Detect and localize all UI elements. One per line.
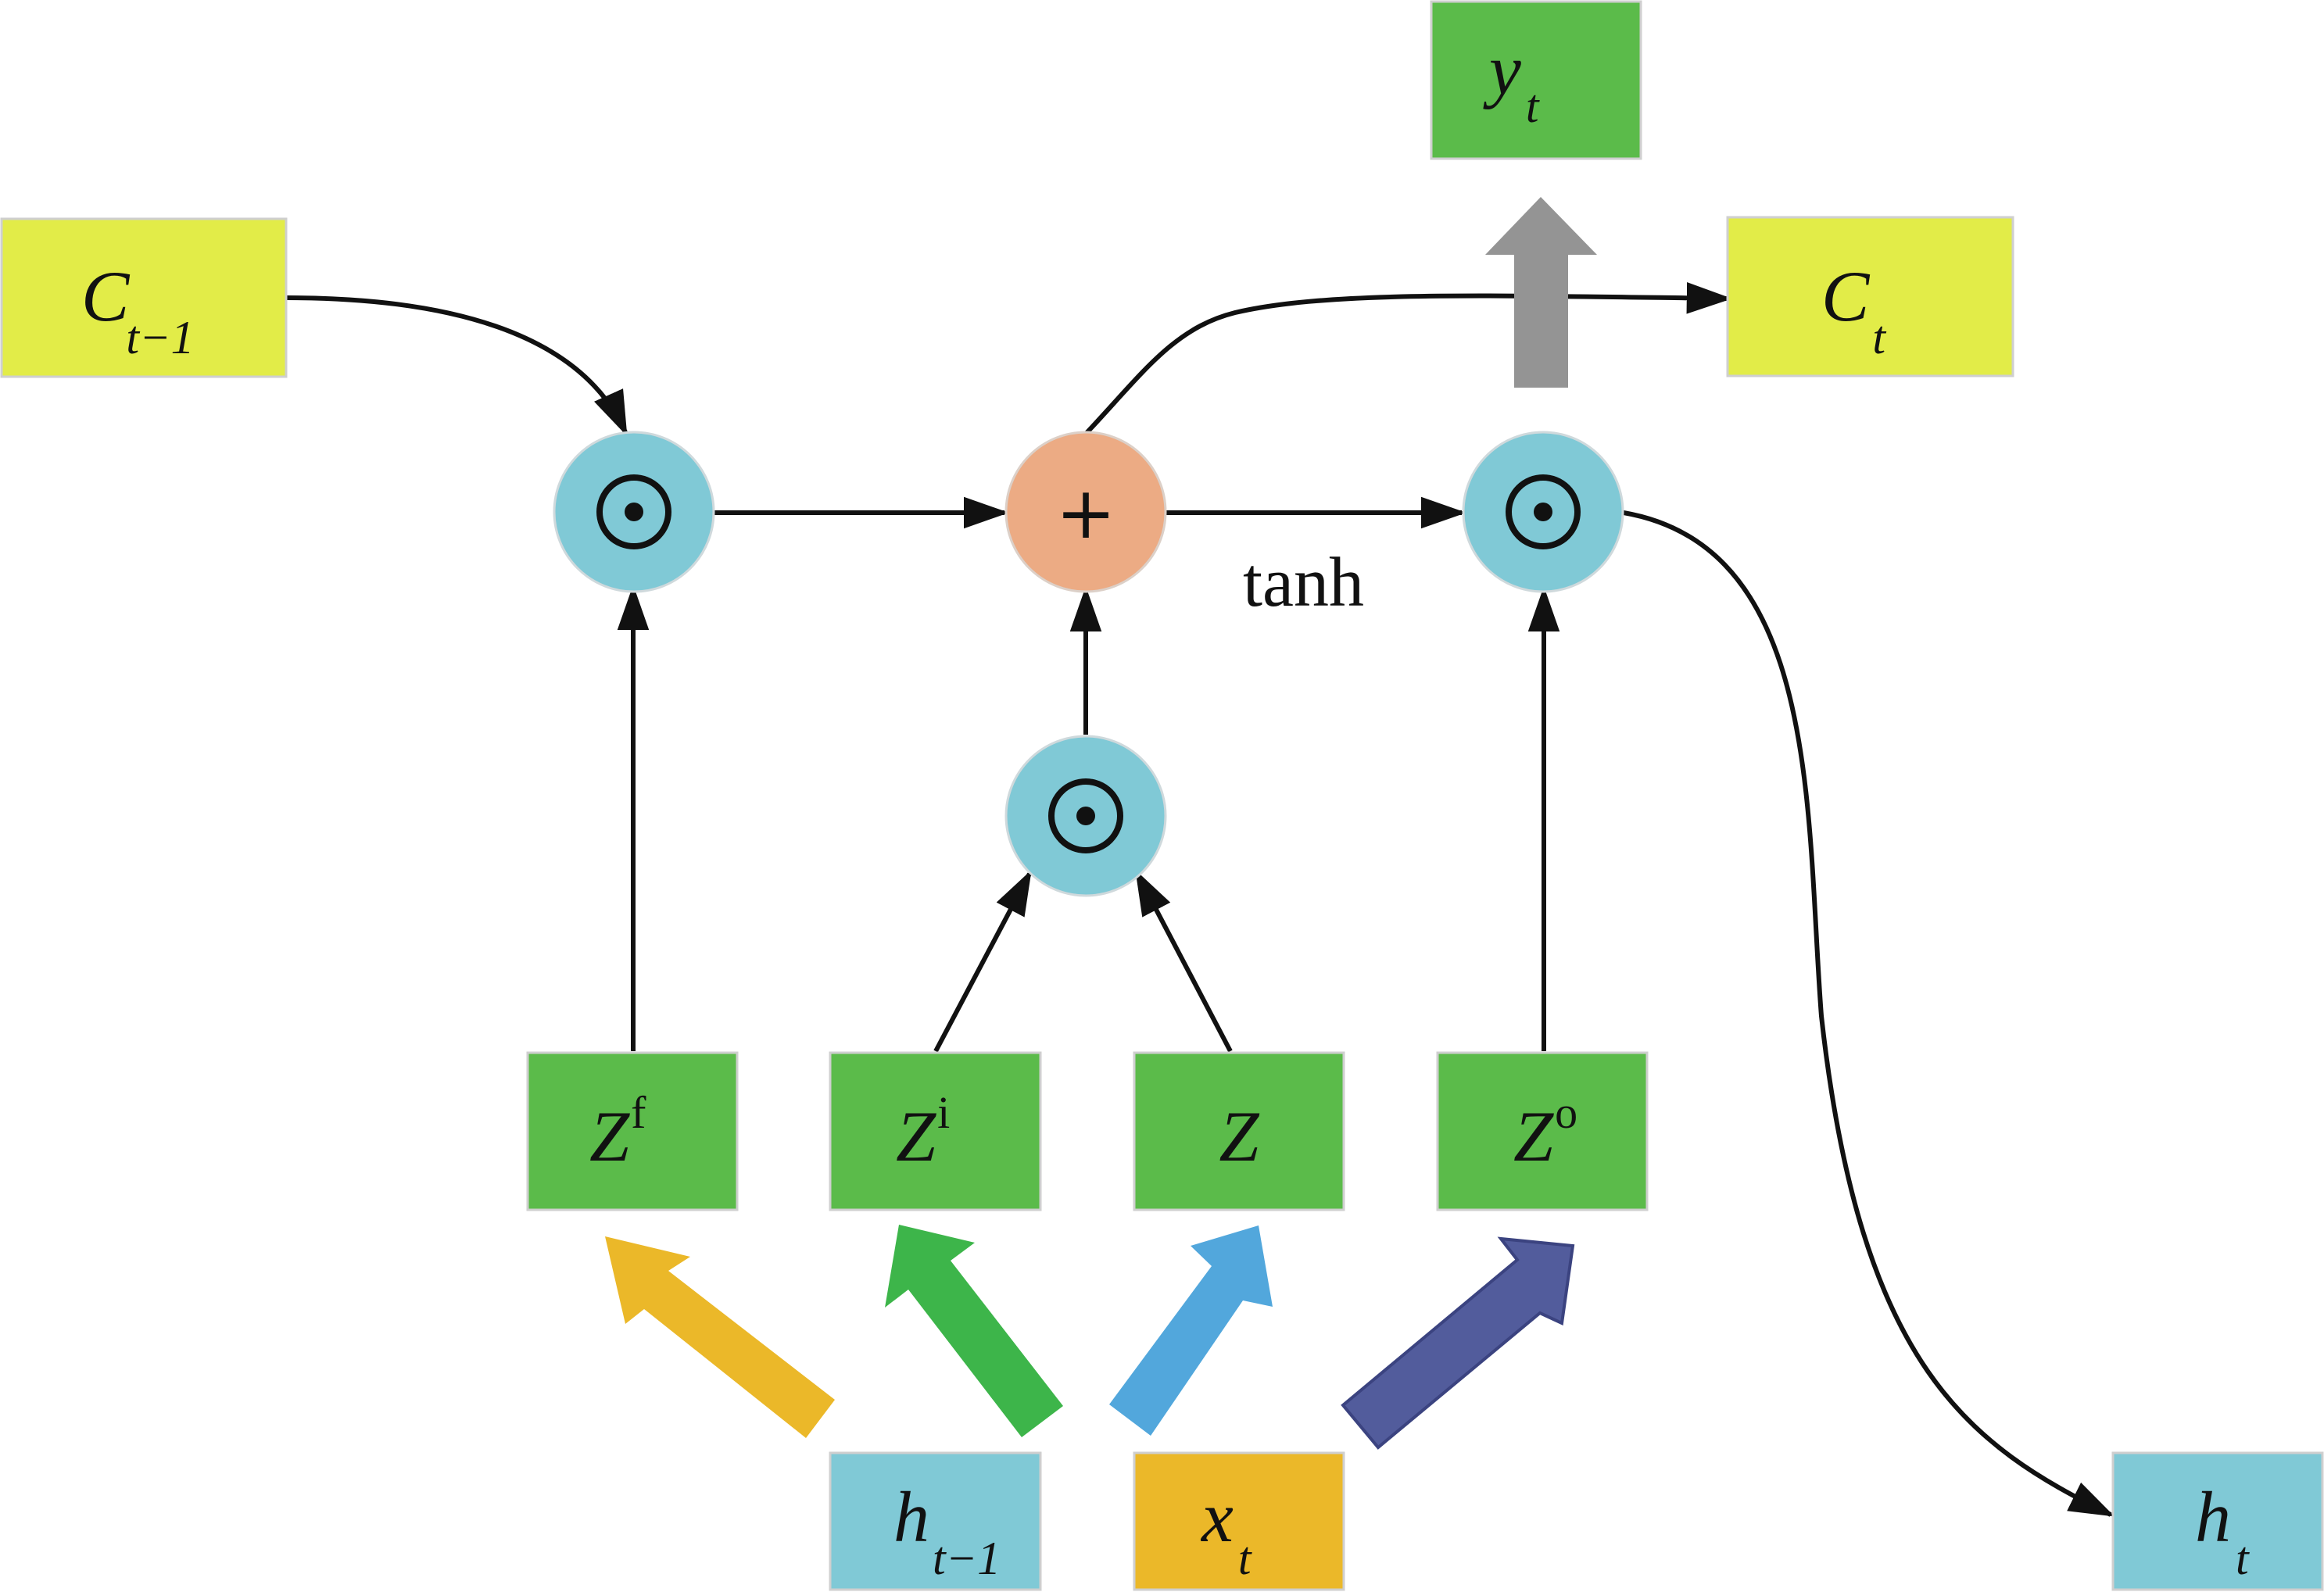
forget-gate-input-arrow: [605, 1236, 835, 1438]
add-operator: +: [1004, 431, 1167, 593]
svg-text:Ct: Ct: [1821, 256, 1886, 363]
svg-text:ht−1: ht−1: [893, 1477, 1001, 1584]
input-gate-input-arrow: [885, 1225, 1063, 1437]
svg-text:Zi: Zi: [896, 1087, 950, 1176]
svg-text:ht: ht: [2195, 1477, 2250, 1584]
output-multiply-operator: [1462, 431, 1624, 593]
input-multiply-operator: [1004, 735, 1167, 897]
z-output-gate-box: Zo: [1436, 1051, 1649, 1211]
svg-text:Zo: Zo: [1513, 1087, 1577, 1176]
forget-multiply-operator: [553, 431, 715, 593]
output-y-arrow: [1485, 197, 1597, 388]
output-gate-input-arrow: [1341, 1236, 1575, 1450]
svg-text:yt: yt: [1483, 30, 1540, 132]
wire-zi-to-input-mult: [933, 869, 1032, 1053]
wire-add-to-ct: [1083, 282, 1732, 437]
wire-z-to-input-mult: [1135, 869, 1233, 1053]
svg-text:Ct−1: Ct−1: [81, 256, 195, 363]
tanh-label: tanh: [1243, 544, 1364, 621]
h-t-box: ht: [2111, 1451, 2324, 1591]
z-candidate-box: Z: [1133, 1051, 1345, 1211]
z-input-gate-box: Zi: [829, 1051, 1042, 1211]
svg-text:Zf: Zf: [589, 1087, 646, 1176]
wire-output-mult-to-ht: [1623, 510, 2115, 1517]
c-t-box: Ct: [1726, 216, 2014, 377]
svg-text:Z: Z: [1219, 1097, 1259, 1176]
x-t-box: xt: [1133, 1451, 1345, 1591]
add-symbol: +: [1055, 471, 1115, 555]
h-prev-box: ht−1: [829, 1451, 1042, 1591]
svg-text:xt: xt: [1200, 1477, 1252, 1584]
z-forget-gate-box: Zf: [526, 1051, 739, 1211]
wire-cprev-to-forget-mult: [285, 295, 628, 437]
candidate-input-arrow: [1109, 1225, 1273, 1436]
